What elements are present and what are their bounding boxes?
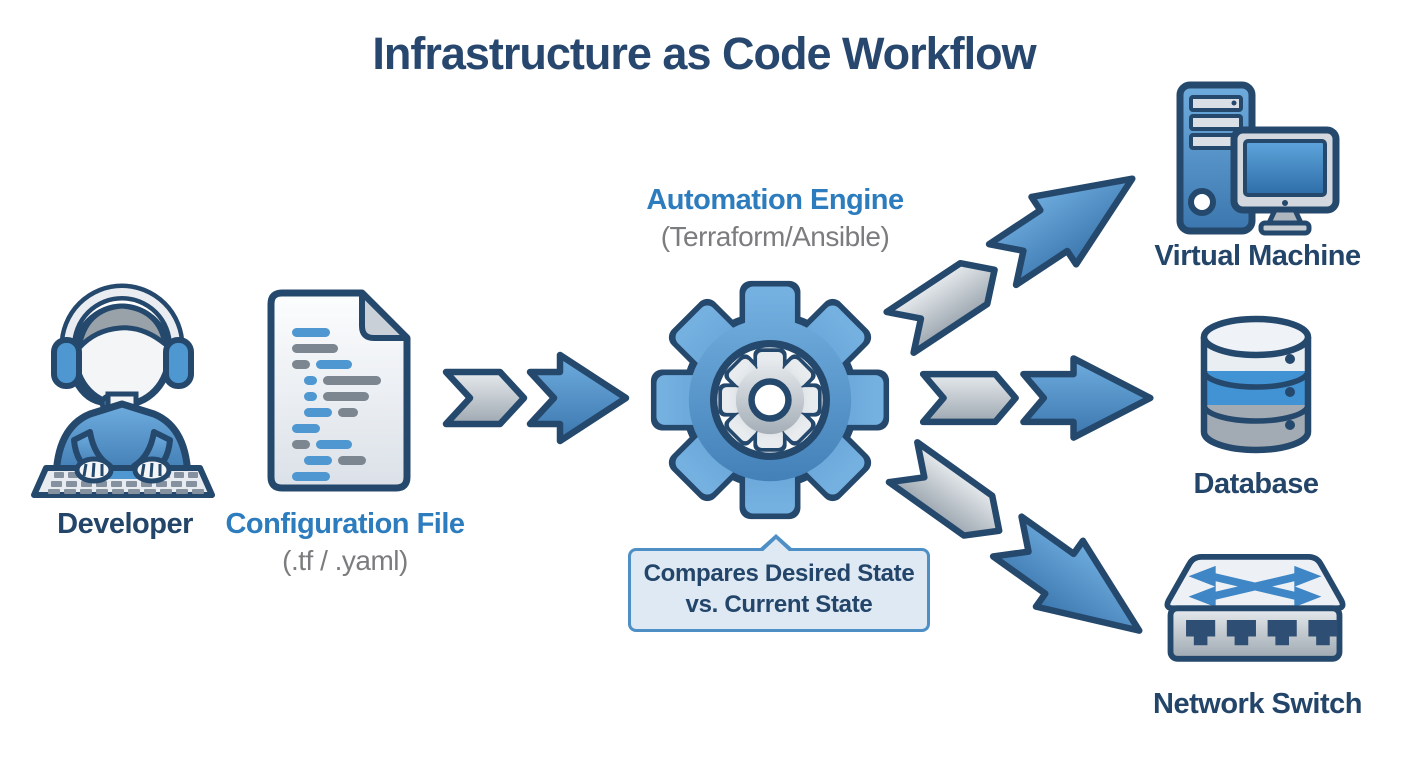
flow-arrow-engine-to-switch (873, 422, 1172, 673)
config-file-sublabel: (.tf / .yaml) (282, 545, 408, 576)
database-label: Database (1193, 468, 1319, 500)
screen (1243, 139, 1327, 197)
flow-arrow-config-to-engine (442, 348, 632, 448)
config-file-label: Configuration File (225, 508, 465, 540)
database-top (1200, 315, 1312, 359)
callout-line-2: vs. Current State (685, 591, 873, 618)
developer-label: Developer (57, 508, 193, 540)
developer-headset-icon (31, 283, 215, 498)
code-lines (292, 328, 381, 481)
automation-engine-label: Automation Engine (646, 184, 904, 216)
computer-tower-monitor-icon (1176, 81, 1340, 236)
network-switch-icon (1164, 553, 1346, 662)
gear-hub (748, 378, 792, 422)
flow-arrow-engine-to-database (920, 352, 1155, 444)
network-switch-label: Network Switch (1153, 688, 1362, 720)
automation-engine-sublabel: (Terraform/Ansible) (660, 221, 890, 252)
hands (74, 456, 172, 484)
document-code-icon (267, 289, 411, 492)
callout-box: Compares Desired State vs. Current State (628, 534, 930, 632)
callout-line-1: Compares Desired State (643, 560, 915, 587)
page (267, 289, 411, 492)
monitor-base (1258, 220, 1312, 236)
ear-cup-left (51, 337, 82, 389)
ear-cup-right (163, 337, 194, 389)
keyboard-highlight (106, 471, 140, 479)
gear-icon (650, 280, 890, 520)
page-fold (359, 290, 410, 341)
tower-slots (1189, 95, 1243, 150)
page-title: Infrastructure as Code Workflow (372, 28, 1036, 79)
crossover-arrows (1188, 565, 1322, 608)
virtual-machine-label: Virtual Machine (1154, 240, 1361, 272)
switch-ports (1186, 619, 1338, 646)
hair (76, 303, 168, 351)
power-button (1188, 188, 1216, 216)
database-cylinder-icon (1200, 315, 1312, 454)
database-outline (1200, 337, 1312, 454)
